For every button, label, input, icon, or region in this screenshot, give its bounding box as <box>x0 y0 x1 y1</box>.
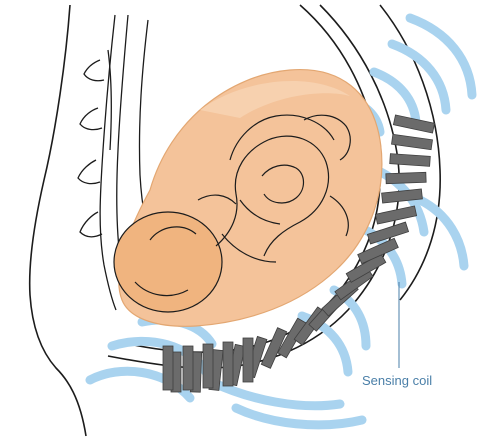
coil-bar <box>203 344 213 388</box>
sensing-coil-label: Sensing coil <box>362 373 432 388</box>
coil-bar <box>223 342 233 386</box>
coil-bar <box>375 206 416 224</box>
coil-bar <box>183 346 193 390</box>
coil-bar <box>386 172 426 183</box>
coil-bar <box>163 346 173 390</box>
coil-bar <box>243 338 253 382</box>
coil-bar <box>390 154 431 167</box>
coil-bar <box>391 134 432 149</box>
